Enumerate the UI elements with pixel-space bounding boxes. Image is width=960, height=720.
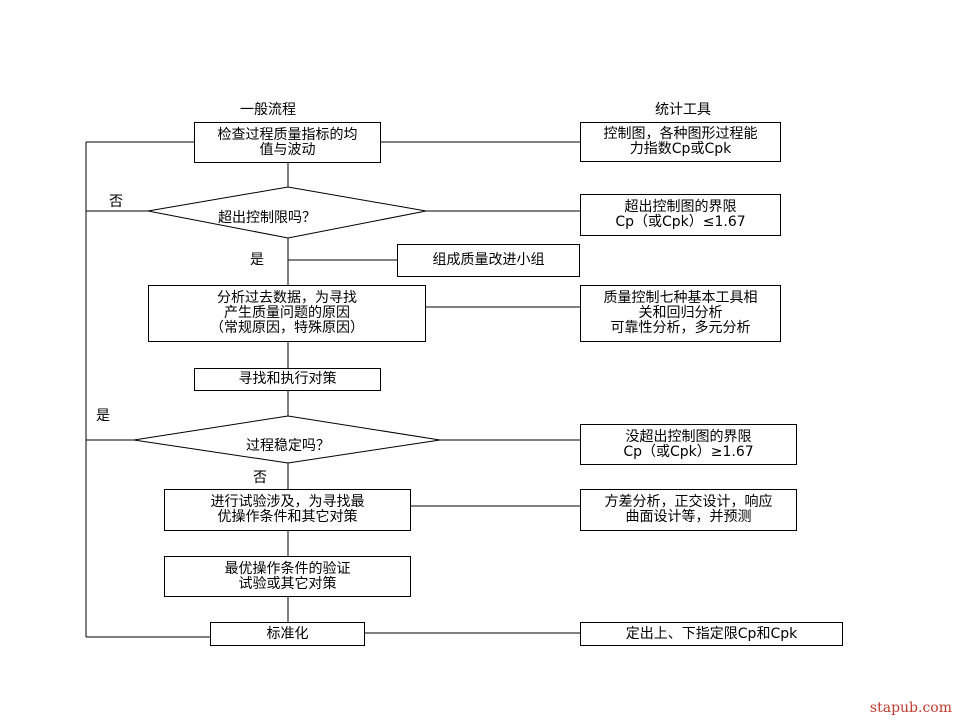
- flow-box-measures: 寻找和执行对策: [194, 368, 381, 391]
- tool-box-seven-tools: 质量控制七种基本工具相 关和回归分析 可靠性分析，多元分析: [580, 285, 781, 342]
- flow-box-verify: 最优操作条件的验证 试验或其它对策: [164, 556, 411, 597]
- branch-label-yes-left: 是: [96, 408, 110, 424]
- tool-box-exceed-limit: 超出控制图的界限 Cp（或Cpk）≤1.67: [580, 194, 781, 236]
- header-right: 统计工具: [655, 102, 711, 118]
- flow-box-check: 检查过程质量指标的均 值与波动: [194, 122, 381, 163]
- flow-box-experiment: 进行试验涉及，为寻找最 优操作条件和其它对策: [164, 489, 411, 531]
- flow-box-standardize: 标准化: [210, 622, 365, 646]
- flow-box-analyze: 分析过去数据，为寻找 产生质量问题的原因 （常规原因，特殊原因）: [148, 285, 426, 342]
- decision-text-stable: 过程稳定吗？: [246, 438, 330, 454]
- decision-text-exceed: 超出控制限吗？: [218, 210, 316, 226]
- decision-diamond-stable: [133, 415, 441, 464]
- branch-label-yes-mid: 是: [250, 252, 264, 268]
- tool-box-within-limit: 没超出控制图的界限 Cp（或Cpk）≥1.67: [580, 424, 797, 465]
- tool-box-anova: 方差分析，正交设计，响应 曲面设计等，并预测: [580, 489, 797, 531]
- tool-box-spec-limits: 定出上、下指定限Cp和Cpk: [580, 622, 843, 646]
- header-left: 一般流程: [240, 102, 296, 118]
- decision-diamond-exceed: [147, 186, 427, 239]
- flow-box-team: 组成质量改进小组: [397, 244, 580, 277]
- branch-label-no-top: 否: [109, 194, 123, 210]
- tool-box-control-chart: 控制图，各种图形过程能 力指数Cp或Cpk: [580, 122, 781, 162]
- branch-label-no-bottom: 否: [253, 470, 267, 486]
- watermark: stapub.com: [869, 700, 952, 716]
